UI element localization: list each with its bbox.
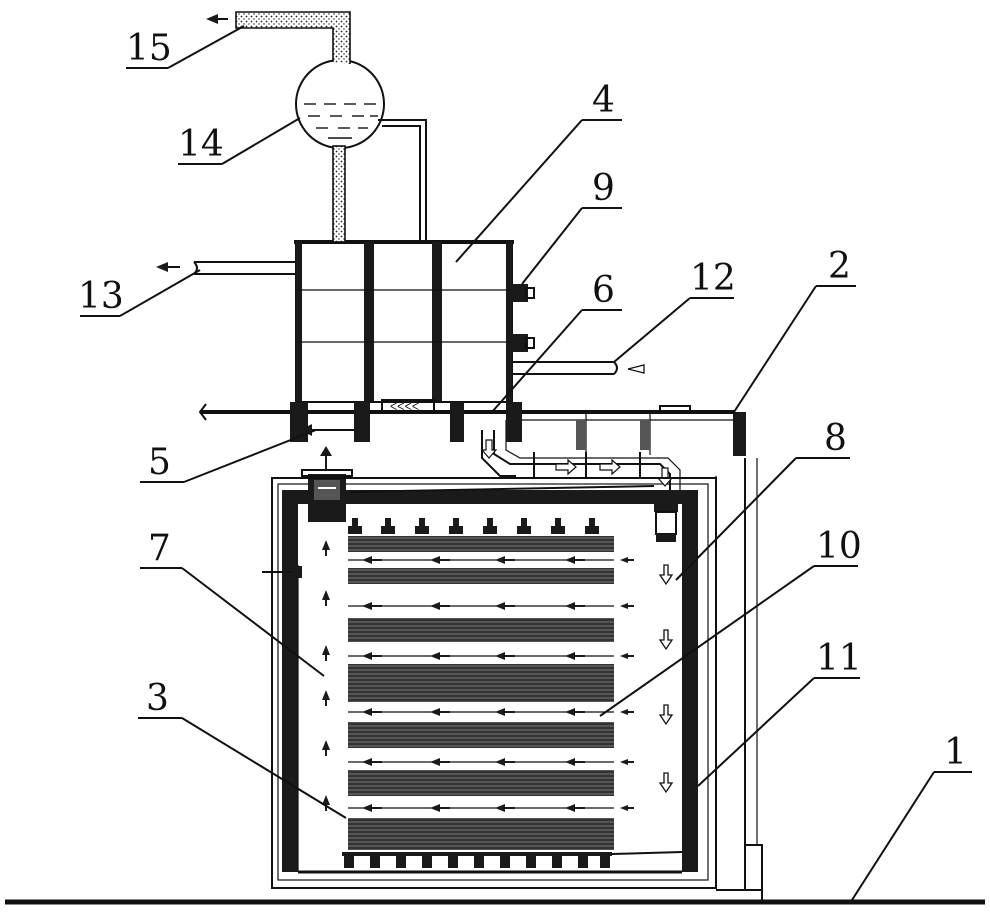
label-11: 11 bbox=[816, 638, 862, 679]
separator-flask bbox=[206, 11, 427, 243]
label-14: 14 bbox=[178, 124, 224, 165]
label-7: 7 bbox=[148, 528, 171, 569]
label-12: 12 bbox=[690, 258, 736, 299]
top-duct bbox=[198, 403, 735, 493]
tray-stack bbox=[342, 518, 683, 868]
label-1: 1 bbox=[944, 732, 967, 773]
left-flow-arrows bbox=[322, 540, 330, 811]
label-9: 9 bbox=[592, 168, 615, 209]
right-flow-arrows bbox=[658, 564, 674, 794]
label-15: 15 bbox=[126, 28, 172, 69]
label-5: 5 bbox=[148, 442, 171, 483]
label-6: 6 bbox=[592, 270, 615, 311]
outlet-pipe-13 bbox=[156, 261, 296, 275]
label-2: 2 bbox=[828, 246, 851, 287]
label-13: 13 bbox=[78, 276, 124, 317]
leader-lines bbox=[80, 25, 972, 901]
label-10: 10 bbox=[816, 526, 862, 567]
svg-text:ᐸᐸᐸᐸ: ᐸᐸᐸᐸ bbox=[390, 402, 419, 413]
left-fan bbox=[301, 446, 353, 522]
heat-exchanger-box: ᐸᐸᐸᐸ bbox=[290, 240, 535, 442]
right-fan bbox=[654, 490, 678, 542]
label-8: 8 bbox=[824, 418, 847, 459]
label-3: 3 bbox=[146, 678, 169, 719]
inlet-pipe-12 bbox=[512, 361, 645, 375]
callout-labels: 15 14 4 9 13 6 12 2 5 8 7 10 3 11 1 bbox=[78, 28, 967, 773]
label-4: 4 bbox=[592, 80, 615, 121]
inner-chamber bbox=[262, 490, 698, 874]
